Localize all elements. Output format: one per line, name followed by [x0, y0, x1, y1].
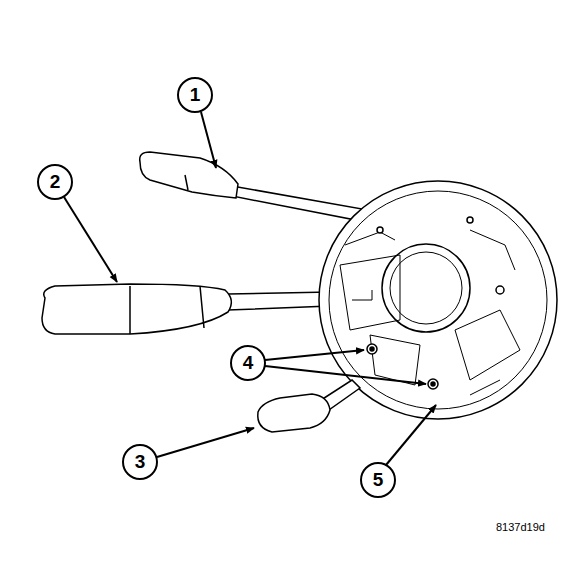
callout-number: 5	[363, 468, 393, 492]
callout-number: 1	[180, 83, 210, 107]
callout-number: 4	[233, 351, 263, 375]
callout-number: 3	[125, 450, 155, 474]
callout-number: 2	[40, 170, 70, 194]
figure-code: 8137d19d	[496, 521, 545, 533]
